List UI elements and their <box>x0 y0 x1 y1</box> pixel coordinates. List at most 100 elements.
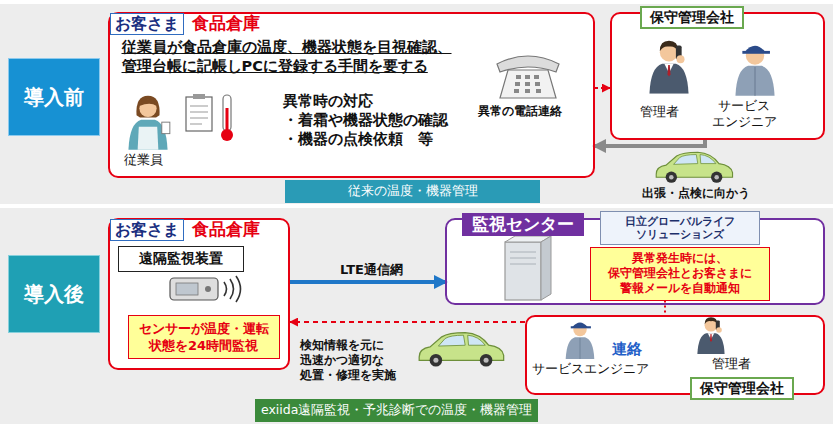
text-line: 監視センター <box>472 214 574 235</box>
customer-box: お客さま食品倉庫従業員が食品倉庫の温度、機器状態を目視確認、 管理台帳に記帳しP… <box>108 12 595 178</box>
company-box: 日立グローバルライフ ソリューションズ <box>600 211 760 245</box>
engineer-figure <box>566 322 595 359</box>
text-line: お客さま <box>115 220 179 240</box>
text-line: エンジニア <box>712 114 777 130</box>
person-label: 管理者 <box>640 104 679 120</box>
text-line: 管理台帳に記帳しPCに登録する手間を要する <box>122 57 452 76</box>
text-line: 保守管理会社 <box>650 9 734 26</box>
text-line: exiida遠隔監視・予兆診断での温度・機器管理 <box>261 402 532 419</box>
node-text: 導入後 <box>24 281 84 308</box>
service-car <box>419 333 503 367</box>
text-line: 保守管理会社とお客さまに <box>608 266 752 281</box>
text-line: センサーが温度・運転 <box>139 320 269 337</box>
site-name: 食品倉庫 <box>192 13 260 34</box>
engineer-figure <box>735 46 774 96</box>
caption-band: exiida遠隔監視・予兆診断での温度・機器管理 <box>255 399 538 422</box>
box-ground <box>108 218 290 370</box>
contact-label: 連絡 <box>612 340 642 359</box>
center-header: 監視センター <box>462 213 584 236</box>
text-line: お客さま <box>115 14 179 34</box>
connector <box>595 87 610 89</box>
customer-tag: お客さま <box>110 219 184 241</box>
problem-text: 従業員が食品倉庫の温度、機器状態を目視確認、 管理台帳に記帳しPCに登録する手間… <box>122 38 452 76</box>
text-line: 遠隔監視装置 <box>139 250 223 268</box>
node-text: 従来の温度・機器管理 <box>348 183 478 200</box>
server-icon <box>505 236 551 300</box>
connector <box>290 280 445 284</box>
text-line: ソリューションズ <box>625 228 735 241</box>
note-box: センサーが温度・運転 状態を24時間監視 <box>128 315 280 359</box>
connector <box>664 301 666 316</box>
monitoring-center-box: 日立グローバルライフ ソリューションズ異常発生時には、 保守管理会社とお客さまに… <box>445 218 825 305</box>
text-line: 状態を24時間監視 <box>139 337 269 354</box>
text-line: 導入後 <box>24 281 84 308</box>
clipboard-icon <box>186 94 212 131</box>
employee-figure <box>128 96 169 150</box>
text-line: ・着霜や機器状態の確認 <box>283 111 448 130</box>
text-line: 従業員が食品倉庫の温度、機器状態を目視確認、 <box>122 38 452 57</box>
text-line: LTE通信網 <box>340 261 403 279</box>
text-line: サービスエンジニア <box>532 361 649 377</box>
manager-figure <box>697 317 724 354</box>
node-text: exiida遠隔監視・予兆診断での温度・機器管理 <box>261 402 532 419</box>
person-label: サービス エンジニア <box>712 98 777 130</box>
text-line: 処置・修理を実施 <box>300 368 396 383</box>
connector <box>595 140 705 146</box>
remote-monitor-device <box>170 276 241 302</box>
action-note: 検知情報を元に 迅速かつ適切な 処置・修理を実施 <box>300 338 396 383</box>
text-line: 迅速かつ適切な <box>300 353 396 368</box>
text-line: 出張・点検に向かう <box>642 186 750 201</box>
site-name: 食品倉庫 <box>192 219 260 240</box>
company-header: 保守管理会社 <box>640 6 744 29</box>
person-label: サービスエンジニア <box>532 361 649 377</box>
text-line: 日立グローバルライフ <box>625 215 735 228</box>
phase-label: 導入前 <box>8 58 100 136</box>
node-text: 日立グローバルライフ ソリューションズ <box>625 215 735 241</box>
text-line: 管理者 <box>712 356 751 372</box>
service-car <box>656 152 732 183</box>
phase-label: 導入後 <box>8 255 100 333</box>
edge-label: 出張・点検に向かう <box>642 186 750 201</box>
text-line: 保守管理会社 <box>700 380 784 397</box>
text-line: サービス <box>712 98 777 114</box>
text-line: ・機器の点検依頼 等 <box>283 130 448 149</box>
box-ground <box>610 12 825 140</box>
before-panel <box>0 4 833 204</box>
customer-tag: お客さま <box>110 13 184 35</box>
text-line: 異常の電話連絡 <box>478 104 562 119</box>
text-line: 従来の温度・機器管理 <box>348 183 478 200</box>
connector <box>290 321 525 323</box>
maintenance-box: 保守管理会社管理者 サービス エンジニア <box>610 12 825 140</box>
text-line: 警報メールを自動通知 <box>608 281 752 296</box>
node-text: 導入前 <box>24 84 84 111</box>
person-label: 従業員 <box>124 152 163 168</box>
text-line: 異常発生時には、 <box>608 251 752 266</box>
text-line: 食品倉庫 <box>192 13 260 34</box>
text-line: 管理者 <box>640 104 679 120</box>
node-text: 異常発生時には、 保守管理会社とお客さまに 警報メールを自動通知 <box>608 251 752 296</box>
text-line: 食品倉庫 <box>192 219 260 240</box>
company-header: 保守管理会社 <box>690 377 794 400</box>
note-box: 異常発生時には、 保守管理会社とお客さまに 警報メールを自動通知 <box>590 247 770 301</box>
thermometer-icon <box>221 95 233 141</box>
edge-label: LTE通信網 <box>340 261 403 279</box>
after-panel <box>0 208 833 424</box>
text-line: 連絡 <box>612 340 642 359</box>
text-line: 従業員 <box>124 152 163 168</box>
edge-label: 異常の電話連絡 <box>478 104 562 119</box>
manager-figure <box>649 41 688 94</box>
text-line: 検知情報を元に <box>300 338 396 353</box>
device-label-box: 遠隔監視装置 <box>118 246 244 272</box>
node-text: センサーが温度・運転 状態を24時間監視 <box>139 320 269 354</box>
maintenance-box: サービスエンジニア 管理者保守管理会社 <box>525 315 825 395</box>
caption-band: 従来の温度・機器管理 <box>285 180 540 203</box>
box-ground <box>108 12 595 178</box>
person-label: 管理者 <box>712 356 751 372</box>
procedure-text: 異常時の対応 ・着霜や機器状態の確認 ・機器の点検依頼 等 <box>283 92 448 149</box>
telephone-icon <box>497 56 559 98</box>
node-text: 遠隔監視装置 <box>139 250 223 268</box>
text-line: 導入前 <box>24 84 84 111</box>
customer-box: 遠隔監視装置センサーが温度・運転 状態を24時間監視 お客さま食品倉庫 <box>108 218 290 370</box>
text-line: 異常時の対応 <box>283 92 448 111</box>
